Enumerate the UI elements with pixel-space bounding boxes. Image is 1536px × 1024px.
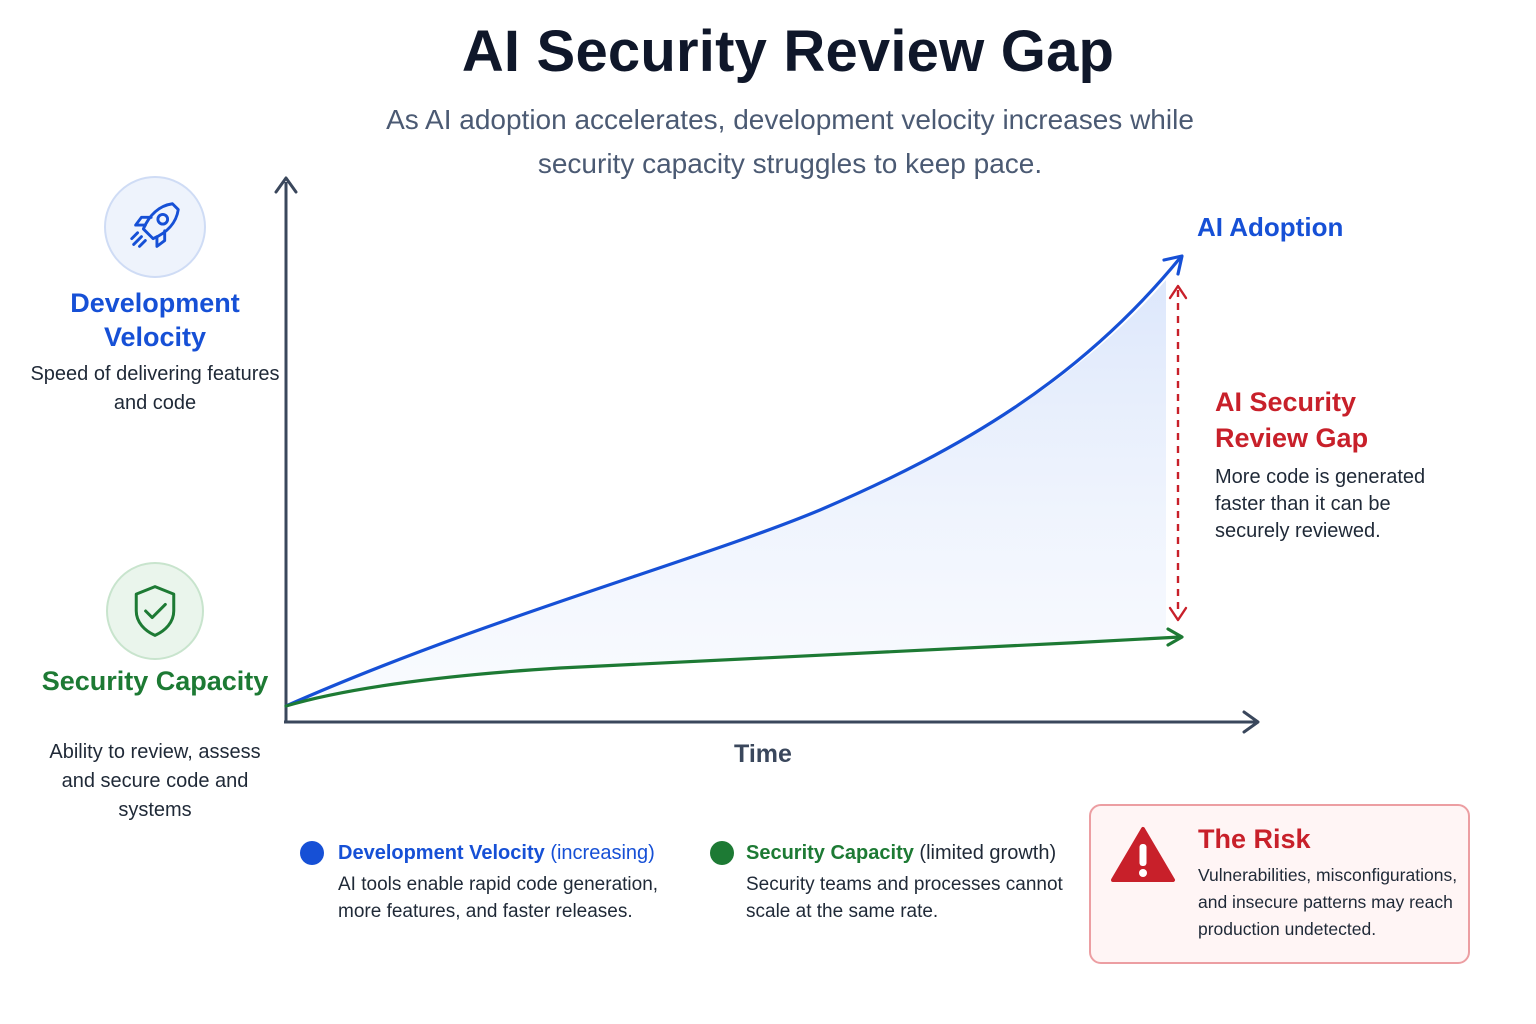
gap-indicator-top-arrow: [1168, 284, 1188, 300]
risk-callout: [1089, 804, 1470, 964]
gap-area: [286, 280, 1166, 706]
security-icon-badge: [106, 562, 204, 660]
security-side-title: Security Capacity: [41, 666, 269, 696]
security-curve: [284, 635, 1182, 708]
y-axis-arrowhead: [274, 176, 298, 194]
gap-title: AI Security Review Gap: [1215, 387, 1369, 453]
risk-title: The Risk: [1198, 824, 1311, 854]
shield-check-icon: [134, 585, 176, 637]
page-subtitle: As AI adoption accelerates, development …: [386, 104, 1194, 179]
velocity-icon-badge: [104, 176, 206, 278]
gap-description: More code is generated faster than it ca…: [1215, 466, 1426, 542]
velocity-arrowhead: [1162, 254, 1184, 276]
security-legend-qualifier: (limited growth): [919, 842, 1057, 864]
velocity-curve: [284, 256, 1182, 708]
ai-adoption-label: AI Adoption: [1197, 212, 1344, 242]
page-title: AI Security Review Gap: [461, 19, 1115, 84]
security-arrowhead: [1166, 627, 1184, 647]
security-side-description: Ability to review, assess and secure cod…: [49, 741, 261, 821]
rocket-icon: [130, 202, 180, 248]
velocity-legend-heading: Development Velocity (increasing): [338, 840, 655, 866]
security-legend-heading: Security Capacity (limited growth): [746, 840, 1056, 866]
velocity-side-description: Speed of delivering features and code: [30, 363, 280, 414]
security-legend-dot: [710, 841, 734, 865]
velocity-side-title: Development Velocity: [70, 288, 240, 352]
velocity-legend-name: Development Velocity: [338, 842, 545, 864]
velocity-legend-description: AI tools enable rapid code generation, m…: [338, 874, 659, 922]
gap-indicator-bottom-arrow: [1168, 606, 1188, 622]
warning-icon: [1111, 827, 1175, 882]
security-legend-description: Security teams and processes cannot scal…: [746, 874, 1063, 922]
velocity-legend-dot: [300, 841, 324, 865]
velocity-legend-qualifier: (increasing): [550, 842, 655, 864]
x-axis-arrowhead: [1242, 710, 1260, 734]
security-legend-name: Security Capacity: [746, 842, 914, 864]
risk-description: Vulnerabilities, misconfigurations, and …: [1198, 865, 1458, 939]
x-axis-label: Time: [734, 740, 792, 768]
